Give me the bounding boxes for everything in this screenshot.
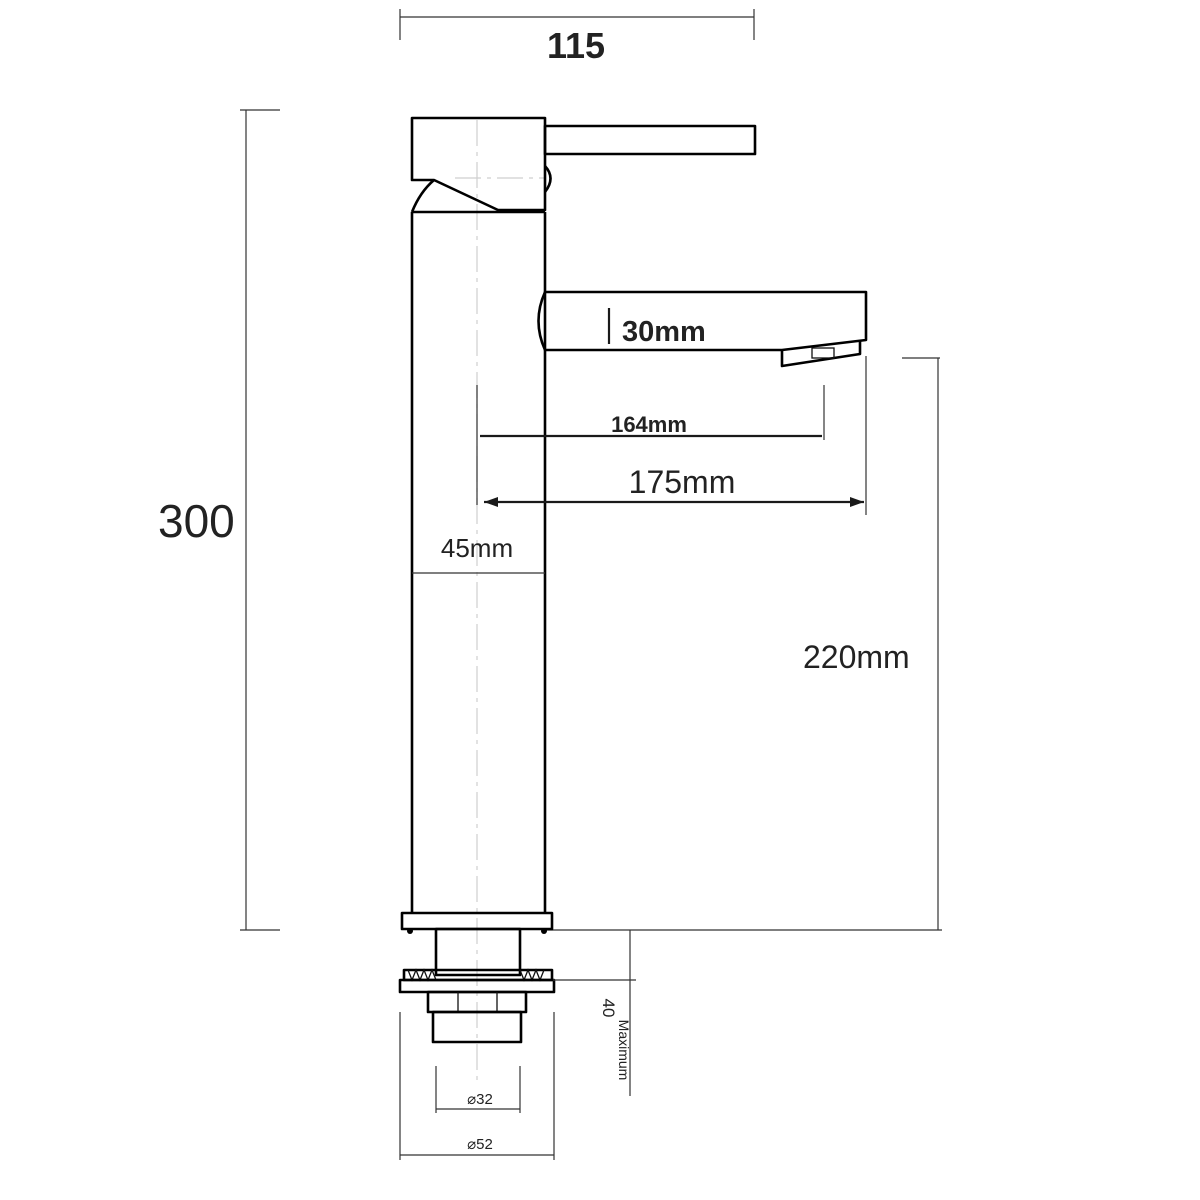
max-thickness-value: 40: [599, 999, 618, 1018]
threaded-tail: [431, 1010, 523, 1044]
aerator: [780, 340, 862, 368]
reach-outer-arrow-right: [850, 497, 864, 507]
body-diameter-label: 45mm: [441, 533, 513, 563]
reach-outer-arrow-left: [484, 497, 498, 507]
max-thickness-caption: Maximum: [616, 1020, 632, 1081]
spout-height-label: 30mm: [622, 316, 706, 348]
height-dimension: 300: [158, 109, 280, 931]
base-ring-foot-left: [407, 928, 413, 934]
spout-outline: [537, 290, 868, 352]
height-label: 300: [158, 495, 235, 547]
lever-handle: [543, 124, 757, 156]
reach-inner-label: 164mm: [611, 412, 687, 437]
reach-outer-label: 175mm: [629, 464, 736, 500]
handle-body: [410, 116, 547, 212]
aerator-slot: [811, 347, 835, 359]
handle-assembly: [410, 116, 757, 213]
body-diameter-dimension: 45mm: [412, 533, 545, 574]
clearance-dimension: 220mm: [545, 357, 942, 931]
reach-dimensions: 164mm 175mm: [476, 356, 867, 515]
clearance-label: 220mm: [803, 639, 910, 675]
handle-pivot: [543, 165, 552, 193]
spout: 30mm: [537, 290, 868, 368]
thread-diameter-dimension: ⌀32: [435, 1066, 521, 1113]
thread-diameter-label: ⌀32: [467, 1091, 493, 1108]
mounting-hardware: [398, 927, 556, 1044]
mounting-shank: [434, 927, 522, 977]
max-thickness-dimension: 40 Maximum: [553, 930, 636, 1096]
flange-diameter-label: ⌀52: [467, 1136, 493, 1153]
flange-diameter-dimension: ⌀52: [399, 1012, 555, 1160]
faucet-body: [410, 210, 547, 913]
cartridge-curve: [410, 179, 435, 213]
base-ring-foot-right: [541, 928, 547, 934]
width-label: 115: [547, 25, 605, 66]
width-dimension: 115: [399, 9, 755, 66]
